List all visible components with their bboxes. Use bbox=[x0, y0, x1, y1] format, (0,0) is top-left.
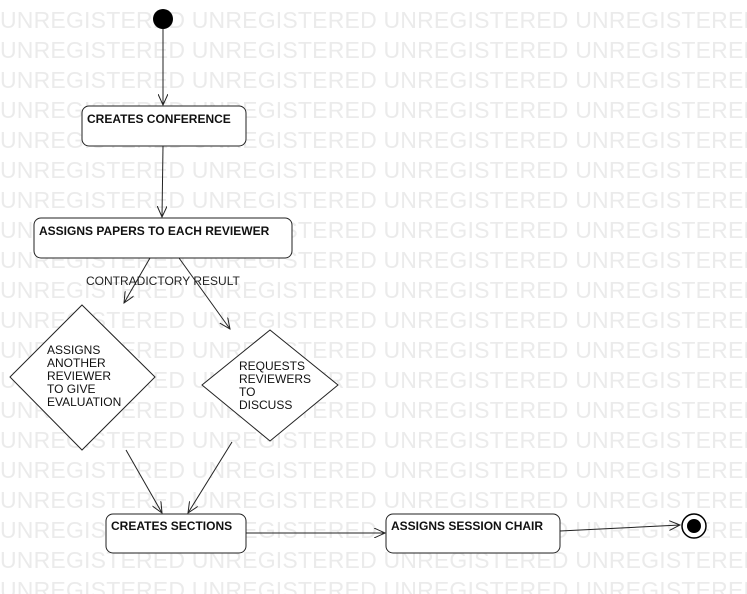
edge-request-discuss-to-create-sections bbox=[188, 441, 233, 513]
node-creates-sections[interactable]: CREATES SECTIONS bbox=[105, 513, 247, 554]
node-assigns-papers-label: ASSIGNS PAPERS TO EACH REVIEWER bbox=[39, 224, 270, 238]
edge-assign-papers-to-assign-another bbox=[124, 257, 151, 303]
decision-assign-another-reviewer[interactable]: ASSIGNS ANOTHER REVIEWER TO GIVE EVALUAT… bbox=[9, 304, 156, 451]
decision-assign-another-line: ANOTHER bbox=[47, 356, 106, 370]
decision-assign-another-line: ASSIGNS bbox=[47, 343, 100, 357]
edge-create-conference-to-assign-papers bbox=[162, 145, 163, 217]
decision-request-discuss-label: REQUESTS REVIEWERS TO DISCUSS bbox=[239, 359, 314, 412]
node-creates-conference[interactable]: CREATES CONFERENCE bbox=[81, 105, 247, 147]
decision-assign-another-line: TO GIVE bbox=[47, 382, 95, 396]
decision-assign-another-label: ASSIGNS ANOTHER REVIEWER TO GIVE EVALUAT… bbox=[47, 343, 121, 409]
decision-request-discuss-line: DISCUSS bbox=[239, 398, 292, 412]
edge-assign-papers-to-request-discuss bbox=[178, 257, 230, 329]
end-node[interactable] bbox=[681, 513, 707, 539]
edge-label-contradictory-result: CONTRADICTORY RESULT bbox=[86, 274, 240, 288]
node-assigns-papers[interactable]: ASSIGNS PAPERS TO EACH REVIEWER bbox=[33, 217, 293, 259]
decision-request-discuss-line: REVIEWERS bbox=[239, 372, 311, 386]
start-node[interactable] bbox=[153, 9, 173, 29]
decision-request-reviewers-discuss[interactable]: REQUESTS REVIEWERS TO DISCUSS bbox=[201, 329, 339, 442]
edge-assign-another-to-create-sections bbox=[125, 449, 162, 513]
node-creates-sections-label: CREATES SECTIONS bbox=[111, 519, 232, 533]
node-creates-conference-label: CREATES CONFERENCE bbox=[87, 112, 231, 126]
edge-assign-chair-to-end bbox=[559, 525, 680, 532]
edges bbox=[124, 29, 680, 533]
decision-request-discuss-line: REQUESTS bbox=[239, 359, 305, 373]
node-assigns-session-chair-label: ASSIGNS SESSION CHAIR bbox=[391, 519, 543, 533]
decision-assign-another-line: REVIEWER bbox=[47, 369, 111, 383]
node-assigns-session-chair[interactable]: ASSIGNS SESSION CHAIR bbox=[385, 513, 561, 554]
decision-assign-another-line: EVALUATION bbox=[47, 395, 121, 409]
decision-request-discuss-line: TO bbox=[239, 385, 255, 399]
